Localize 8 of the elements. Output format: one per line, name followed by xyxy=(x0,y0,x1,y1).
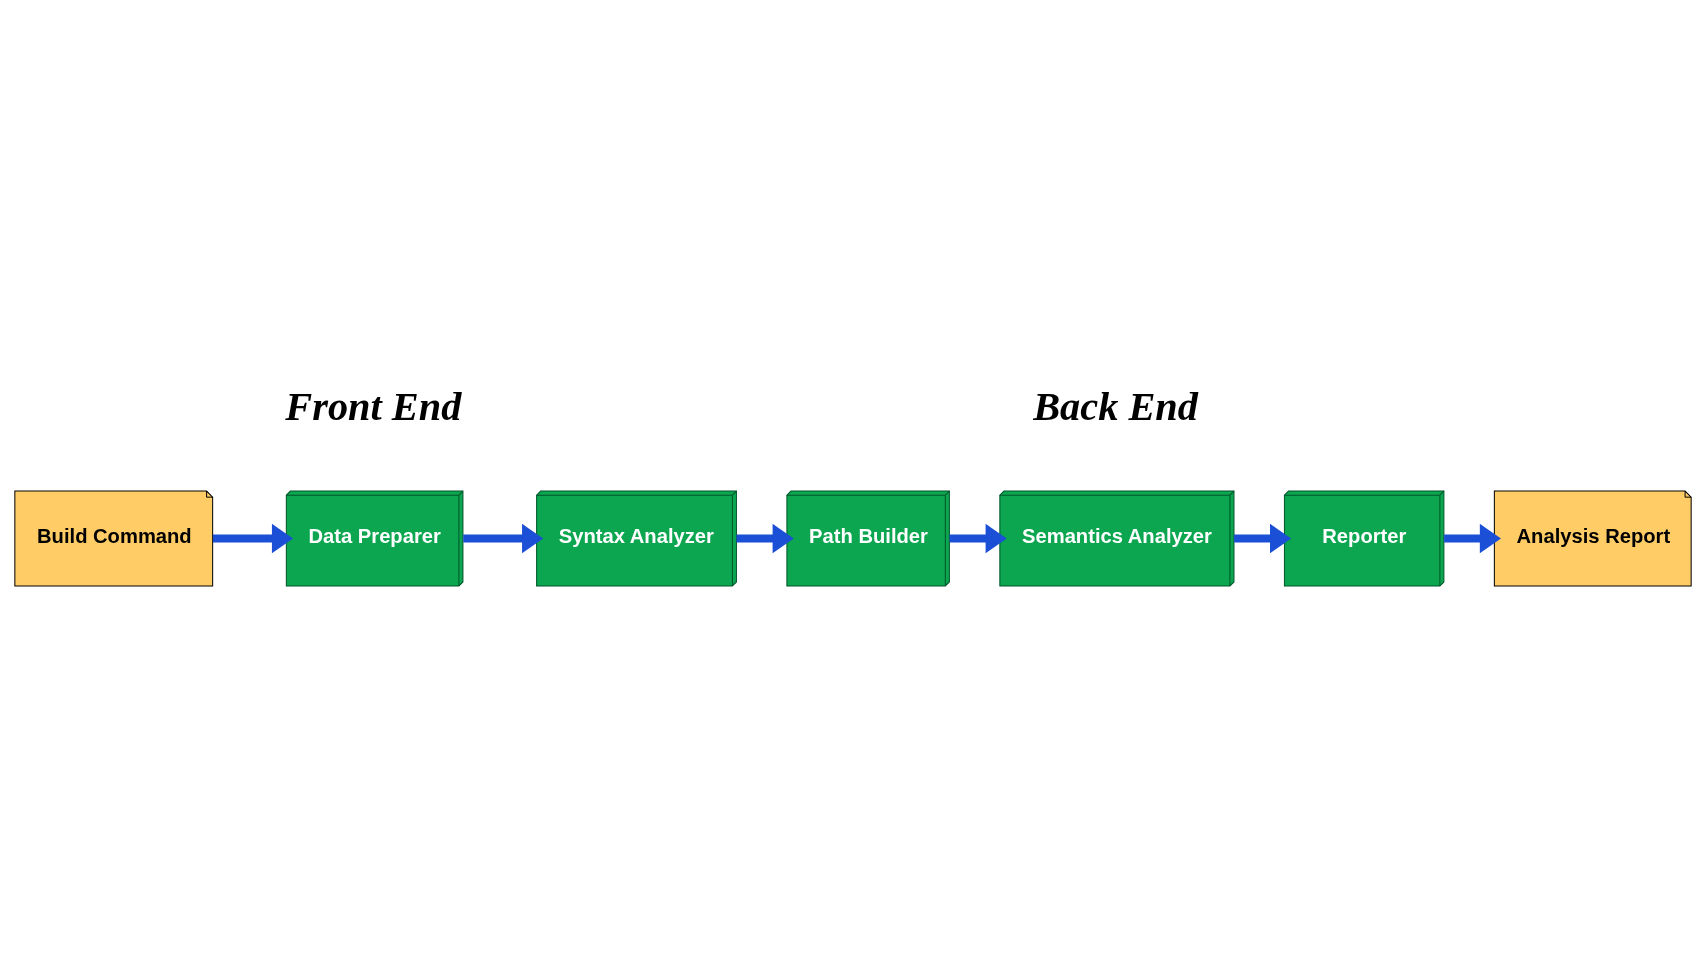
arrow xyxy=(949,523,1007,553)
arrow xyxy=(213,523,294,553)
arrow xyxy=(463,523,544,553)
arrow xyxy=(1444,523,1501,553)
label: Front End xyxy=(285,383,462,429)
label: Back End xyxy=(1033,383,1198,429)
arrow xyxy=(736,523,794,553)
arrow xyxy=(1234,523,1292,553)
